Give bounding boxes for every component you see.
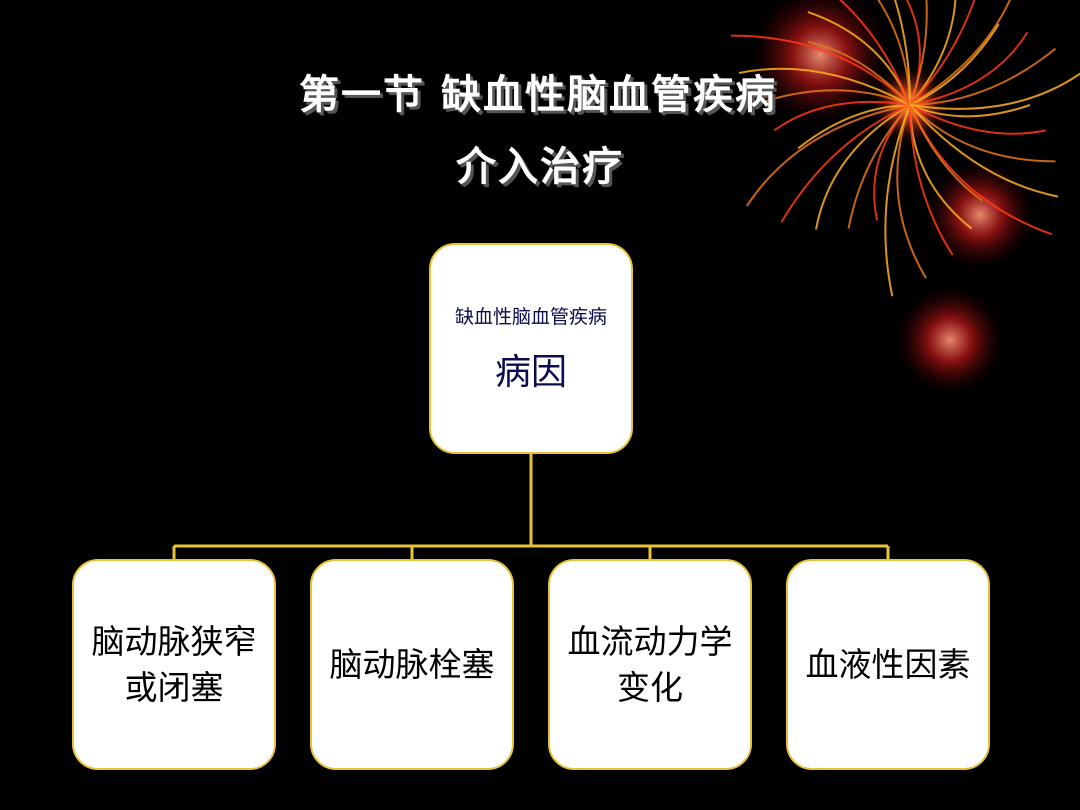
- slide-title-line2: 介入治疗: [456, 144, 624, 190]
- root-node-label: 病因: [494, 352, 567, 393]
- child-node-embolism: 脑动脉栓塞: [310, 559, 514, 770]
- child-node-stenosis: 脑动脉狭窄或闭塞: [72, 559, 276, 770]
- child-node-label: 脑动脉狭窄或闭塞: [91, 621, 257, 707]
- child-node-label: 血流动力学变化: [567, 621, 733, 707]
- child-node-label: 血液性因素: [805, 644, 971, 684]
- slide-title-line1: 第一节 缺血性脑血管疾病: [299, 72, 777, 118]
- child-node-hemodynamics: 血流动力学变化: [548, 559, 752, 770]
- child-node-blood-factors: 血液性因素: [786, 559, 990, 770]
- child-node-label: 脑动脉栓塞: [329, 644, 495, 684]
- root-node-subtitle: 缺血性脑血管疾病: [454, 306, 607, 328]
- root-node: 缺血性脑血管疾病 病因: [429, 243, 633, 454]
